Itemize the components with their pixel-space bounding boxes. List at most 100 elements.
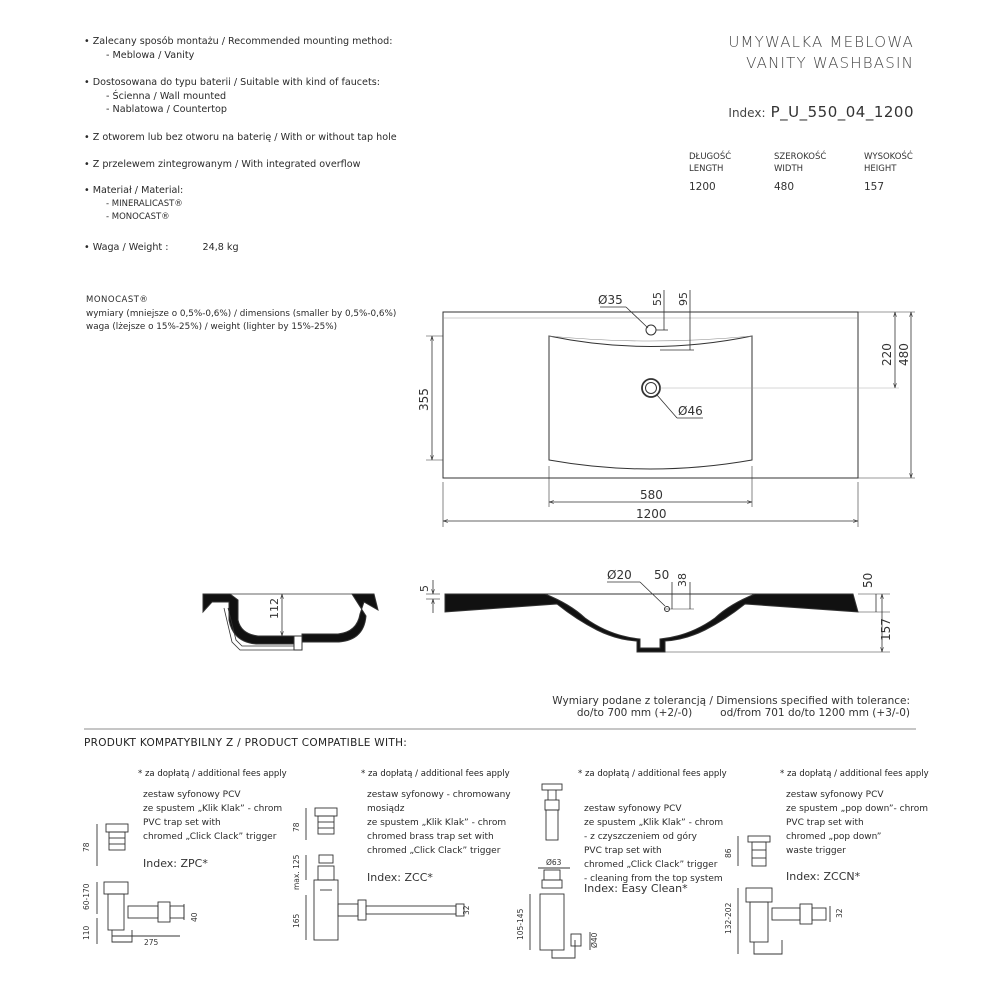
- dim-height-en: HEIGHT: [864, 164, 897, 174]
- acc1-fee: * za dopłatą / additional fees apply: [138, 769, 287, 779]
- acc2-dim: 32: [462, 905, 471, 915]
- spec-weight-label: Waga / Weight :: [92, 242, 169, 253]
- acc1-line: zestaw syfonowy PCV: [143, 790, 241, 800]
- dim-157: 157: [879, 618, 893, 641]
- index-label: Index:: [728, 106, 766, 120]
- acc2-line: chromed „Click Clack” trigger: [367, 846, 501, 856]
- acc4-dim: 86: [724, 848, 733, 858]
- acc4-line: waste trigger: [786, 846, 846, 856]
- dim-height: WYSOKOŚĆ HEIGHT 157: [864, 151, 913, 193]
- acc1-drawing: [96, 823, 185, 944]
- top-view-outline: [442, 311, 859, 479]
- acc1-index: Index: ZPC*: [143, 857, 208, 870]
- spec-mounting-line: Zalecany sposób montażu / Recommended mo…: [92, 36, 393, 47]
- dim-width-pl: SZEROKOŚĆ: [774, 152, 827, 162]
- dim-95: 95: [677, 292, 690, 306]
- spec-tap-hole: • Z otworem lub bez otworu na baterię / …: [84, 132, 397, 143]
- acc1-desc: zestaw syfonowy PCV ze spustem „Klik Kla…: [143, 788, 282, 844]
- acc3-index: Index: Easy Clean*: [584, 882, 688, 895]
- dim-38: 38: [676, 573, 689, 587]
- tolerance-line1: Wymiary podane z tolerancją / Dimensions…: [552, 695, 910, 707]
- acc4-index: Index: ZCCN*: [786, 870, 861, 883]
- title-en: VANITY WASHBASIN: [746, 54, 914, 72]
- title-pl: UMYWALKA MEBLOWA: [728, 33, 914, 51]
- acc4-line: ze spustem „pop down”- chrom: [786, 804, 929, 814]
- spec-weight: • Waga / Weight :24,8 kg: [84, 242, 239, 253]
- spec-faucet-counter: - Nablatowa / Countertop: [106, 104, 227, 115]
- acc3-line: chromed „Click Clack” trigger: [584, 860, 718, 870]
- acc4-dim: 132-202: [724, 902, 733, 934]
- monocast-title: MONOCAST®: [86, 295, 149, 305]
- spec-faucets: • Dostosowana do typu baterii / Suitable…: [84, 77, 380, 115]
- acc4-line: PVC trap set with: [786, 818, 864, 828]
- dim-55: 55: [651, 292, 664, 306]
- acc4-line: chromed „pop down”: [786, 832, 882, 842]
- acc4-fee: * za dopłatą / additional fees apply: [780, 769, 929, 779]
- spec-faucet-line: Dostosowana do typu baterii / Suitable w…: [92, 77, 380, 88]
- spec-weight-value: 24,8 kg: [202, 242, 239, 253]
- acc1-dim: 60-170: [82, 883, 91, 910]
- product-title: UMYWALKA MEBLOWA VANITY WASHBASIN: [728, 32, 914, 74]
- dim-50: 50: [654, 568, 669, 582]
- acc3-line: zestaw syfonowy PCV: [584, 804, 682, 814]
- monocast-line1: wymiary (mniejsze o 0,5%-0,6%) / dimensi…: [86, 308, 397, 319]
- spec-tap-hole-text: Z otworem lub bez otworu na baterię / Wi…: [92, 132, 397, 143]
- product-index: Index: P_U_550_04_1200: [728, 102, 914, 121]
- dim-5: 5: [418, 585, 431, 592]
- dim-width-en: WIDTH: [774, 164, 804, 174]
- spec-faucet-wall: - Ścienna / Wall mounted: [106, 90, 227, 102]
- spec-overflow: • Z przelewem zintegrowanym / With integ…: [84, 159, 361, 170]
- dim-112: 112: [268, 598, 281, 619]
- dim-355: 355: [417, 388, 431, 411]
- acc2-dim: 78: [292, 822, 301, 832]
- dim-length-en: LENGTH: [689, 164, 724, 174]
- compatible-heading: PRODUKT KOMPATYBILNY Z / PRODUCT COMPATI…: [84, 737, 408, 749]
- spec-material-1: - MINERALICAST®: [106, 198, 183, 209]
- acc1-dim: 40: [190, 912, 199, 922]
- spec-material: • Materiał / Material: - MINERALICAST® -…: [84, 184, 183, 225]
- acc2-drawing: [305, 807, 465, 941]
- acc2-fee: * za dopłatą / additional fees apply: [361, 769, 510, 779]
- tolerance-line2: do/to 700 mm (+2/-0)od/from 701 do/to 12…: [552, 707, 910, 719]
- top-view: [426, 290, 915, 527]
- dim-d46: Ø46: [678, 404, 703, 418]
- acc3-line: ze spustem „Klik Klak” - chrom: [584, 818, 724, 828]
- acc3-dim: Ø63: [546, 858, 562, 867]
- acc3-line: - z czyszczeniem od góry: [584, 832, 698, 842]
- tolerance-right: od/from 701 do/to 1200 mm (+3/-0): [720, 707, 910, 719]
- acc4-drawing: [737, 835, 831, 955]
- acc1-line: PVC trap set with: [143, 818, 221, 828]
- acc1-line: chromed „Click Clack” trigger: [143, 832, 277, 842]
- acc3-desc: zestaw syfonowy PCV ze spustem „Klik Kla…: [584, 802, 723, 886]
- acc2-line: zestaw syfonowy - chromowany: [367, 790, 511, 800]
- acc2-desc: zestaw syfonowy - chromowany mosiądz ze …: [367, 788, 511, 858]
- spec-material-line: Materiał / Material:: [92, 185, 184, 196]
- dim-480: 480: [897, 343, 911, 366]
- acc4-line: zestaw syfonowy PCV: [786, 790, 884, 800]
- monocast-note: MONOCAST® wymiary (mniejsze o 0,5%-0,6%)…: [86, 294, 396, 335]
- acc4-desc: zestaw syfonowy PCV ze spustem „pop down…: [786, 788, 928, 858]
- acc2-index: Index: ZCC*: [367, 871, 433, 884]
- acc2-line: chromed brass trap set with: [367, 832, 494, 842]
- acc1-line: ze spustem „Klik Klak” - chrom: [143, 804, 283, 814]
- front-view: [426, 580, 890, 653]
- dim-length: DŁUGOŚĆ LENGTH 1200: [689, 151, 731, 193]
- dim-d35: Ø35: [598, 293, 623, 307]
- dim-50-right: 50: [861, 573, 875, 588]
- dim-d20: Ø20: [607, 568, 632, 582]
- acc4-dim: 32: [835, 908, 844, 918]
- spec-mounting-value: - Meblowa / Vanity: [106, 49, 195, 61]
- acc2-dim: 165: [292, 913, 301, 928]
- dim-width: SZEROKOŚĆ WIDTH 480: [774, 151, 826, 193]
- dim-width-value: 480: [774, 181, 795, 193]
- dim-height-value: 157: [864, 181, 885, 193]
- acc2-dim: max. 125: [292, 854, 301, 890]
- acc2-line: ze spustem „Klik Klak” - chrom: [367, 818, 507, 828]
- dim-height-pl: WYSOKOŚĆ: [864, 152, 913, 162]
- acc1-dim: 275: [144, 938, 159, 947]
- acc3-line: - cleaning from the top system: [584, 874, 723, 884]
- dim-length-value: 1200: [689, 181, 716, 193]
- acc1-dim: 110: [82, 925, 91, 940]
